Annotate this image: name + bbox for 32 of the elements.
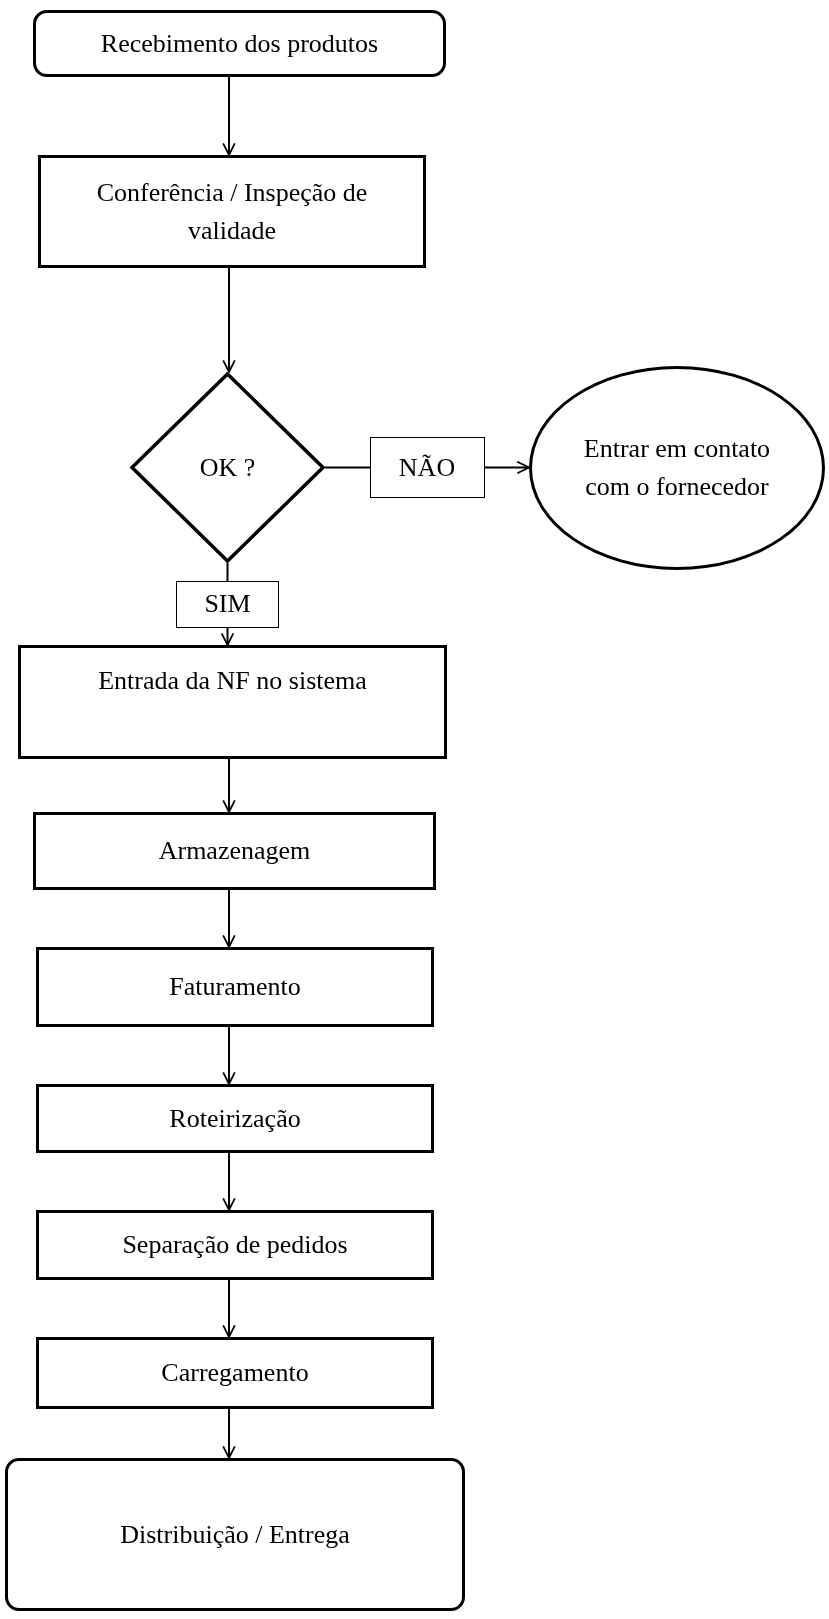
node-text: Roteirização bbox=[169, 1102, 301, 1135]
arrow bbox=[222, 1026, 236, 1085]
node-text: Armazenagem bbox=[158, 835, 311, 868]
node-text: Recebimento dos produtos bbox=[100, 27, 379, 60]
node-text: Faturamento bbox=[169, 971, 301, 1004]
action-ellipse bbox=[529, 366, 825, 570]
process-box bbox=[18, 645, 447, 759]
process-box bbox=[33, 812, 436, 890]
arrow bbox=[222, 267, 236, 373]
edge-label: NÃO bbox=[369, 437, 485, 498]
decision-diamond bbox=[130, 372, 325, 563]
arrow bbox=[222, 76, 236, 156]
node-text: Separação de pedidos bbox=[122, 1229, 348, 1262]
process-box bbox=[36, 947, 434, 1027]
process-box bbox=[38, 155, 426, 268]
node-text: Entrar em contato com o fornecedor bbox=[582, 433, 772, 503]
end-terminal bbox=[5, 1458, 465, 1611]
edge-label: SIM bbox=[176, 580, 279, 628]
node-text: Entrada da NF no sistema bbox=[98, 665, 367, 697]
process-box bbox=[36, 1337, 434, 1409]
start-terminal bbox=[33, 10, 446, 77]
arrow bbox=[222, 1152, 236, 1211]
arrow bbox=[222, 758, 236, 813]
node-text: Carregamento bbox=[161, 1357, 309, 1390]
node-text: OK ? bbox=[199, 451, 256, 484]
process-box bbox=[36, 1084, 434, 1153]
arrow bbox=[222, 1408, 236, 1459]
node-text: Distribuição / Entrega bbox=[120, 1518, 350, 1551]
arrow bbox=[222, 1279, 236, 1338]
node-text: Conferência / Inspeção de validade bbox=[95, 176, 369, 247]
process-box bbox=[36, 1210, 434, 1280]
arrow bbox=[222, 889, 236, 948]
